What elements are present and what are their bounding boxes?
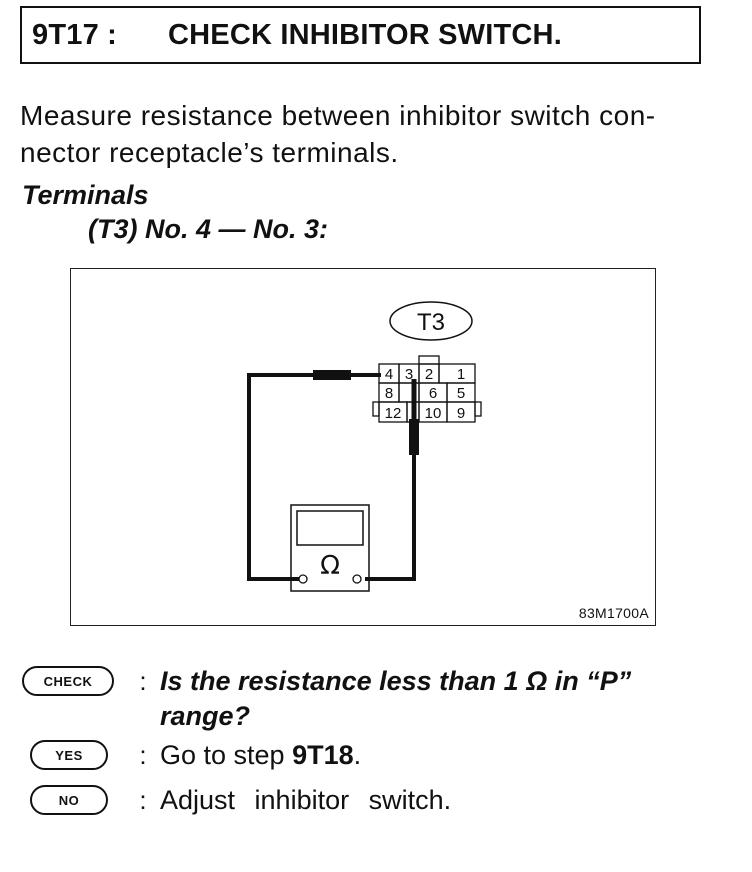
- wiring-diagram: T3 4 3 2 1 8 6: [247, 301, 482, 592]
- no-colon: :: [139, 785, 147, 815]
- yes-badge: YES: [30, 740, 108, 770]
- step-title-box: 9T17 : CHECK INHIBITOR SWITCH.: [20, 6, 701, 64]
- pin-label: 1: [457, 366, 465, 383]
- pin-label: 9: [457, 405, 465, 422]
- no-badge: NO: [30, 785, 108, 815]
- wiring-figure: T3 4 3 2 1 8 6: [70, 268, 656, 626]
- figure-code: 83M1700A: [578, 605, 649, 621]
- yes-target-step: 9T18: [292, 740, 354, 770]
- yes-row: YES : Go to step 9T18.: [22, 740, 361, 771]
- pin-label: 2: [425, 366, 433, 383]
- pin-label: 3: [405, 366, 413, 383]
- test-leads: [247, 370, 419, 581]
- pin-label: 10: [425, 405, 442, 422]
- pin-label: 12: [385, 405, 402, 422]
- ohm-symbol: Ω: [320, 551, 340, 581]
- pin-label: 8: [385, 385, 393, 402]
- connector-label: T3: [417, 309, 445, 336]
- instruction-line-1: Measure resistance between inhibitor swi…: [20, 100, 656, 131]
- pin-label: 6: [429, 385, 437, 402]
- step-title: CHECK INHIBITOR SWITCH.: [168, 18, 562, 51]
- check-question: Is the resistance less than 1 Ω in “P” r…: [160, 664, 631, 734]
- yes-colon: :: [139, 740, 147, 770]
- check-row: CHECK : Is the resistance less than 1 Ω …: [22, 666, 631, 734]
- pin-label: 4: [385, 366, 393, 383]
- connector-t3: [372, 355, 482, 423]
- connector-label-ellipse: [389, 301, 473, 341]
- terminals-heading: Terminals: [22, 180, 149, 210]
- check-badge: CHECK: [22, 666, 114, 696]
- yes-answer-end: .: [353, 740, 362, 770]
- step-id: 9T17 :: [32, 18, 118, 51]
- check-question-line-1: Is the resistance less than 1 Ω in “P”: [160, 666, 632, 696]
- pin-label: 5: [457, 385, 465, 402]
- yes-answer-text: Go to step: [160, 740, 293, 770]
- instruction-paragraph: Measure resistance between inhibitor swi…: [20, 97, 720, 171]
- yes-answer: Go to step 9T18.: [160, 740, 361, 770]
- terminals-value: (T3) No. 4 — No. 3:: [88, 214, 329, 244]
- check-colon: :: [139, 666, 147, 696]
- no-answer: Adjust inhibitor switch.: [160, 785, 452, 815]
- instruction-line-2: nector receptacle’s terminals.: [20, 137, 399, 168]
- no-row: NO : Adjust inhibitor switch.: [22, 785, 451, 816]
- check-question-line-2: range?: [160, 701, 251, 731]
- ohmmeter: [290, 504, 370, 592]
